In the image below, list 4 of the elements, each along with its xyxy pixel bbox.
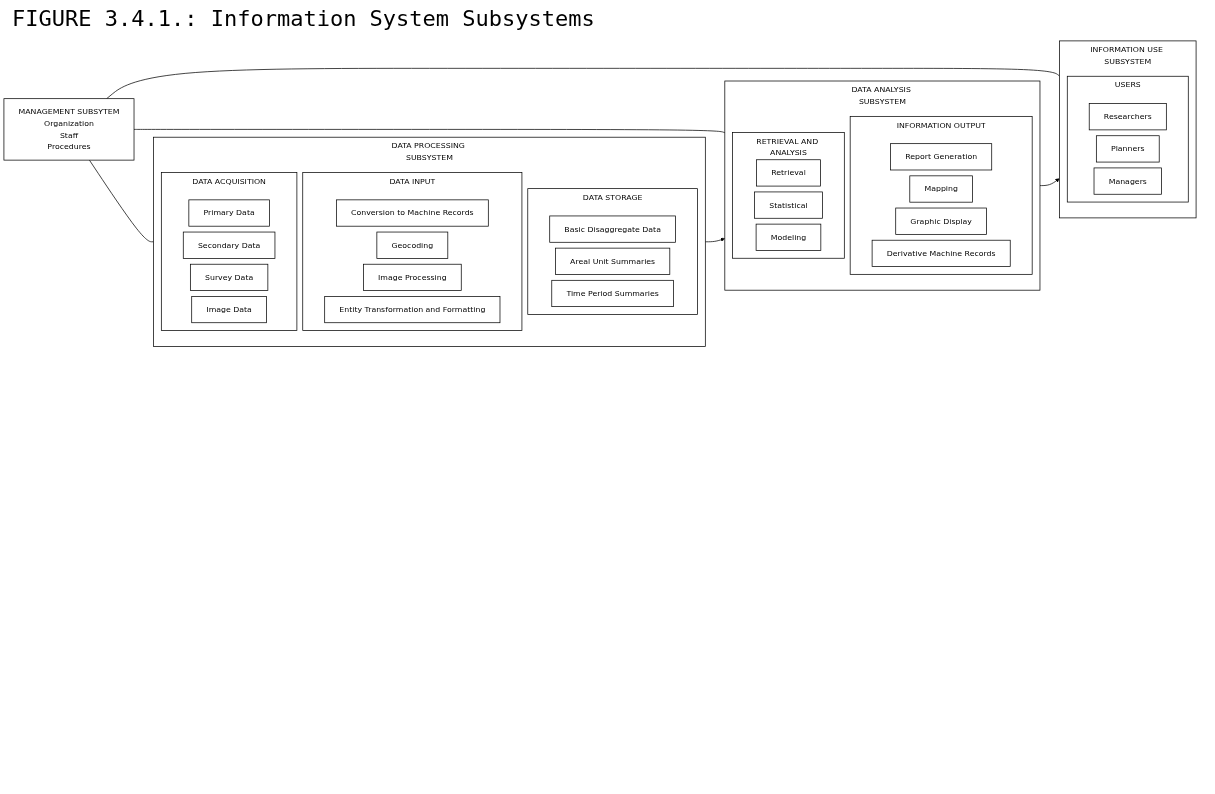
connector	[133, 129, 726, 134]
connector	[89, 159, 154, 243]
figure-title: FIGURE 3.4.1.: Information System Subsystems	[11, 5, 596, 33]
connector	[106, 67, 1060, 100]
